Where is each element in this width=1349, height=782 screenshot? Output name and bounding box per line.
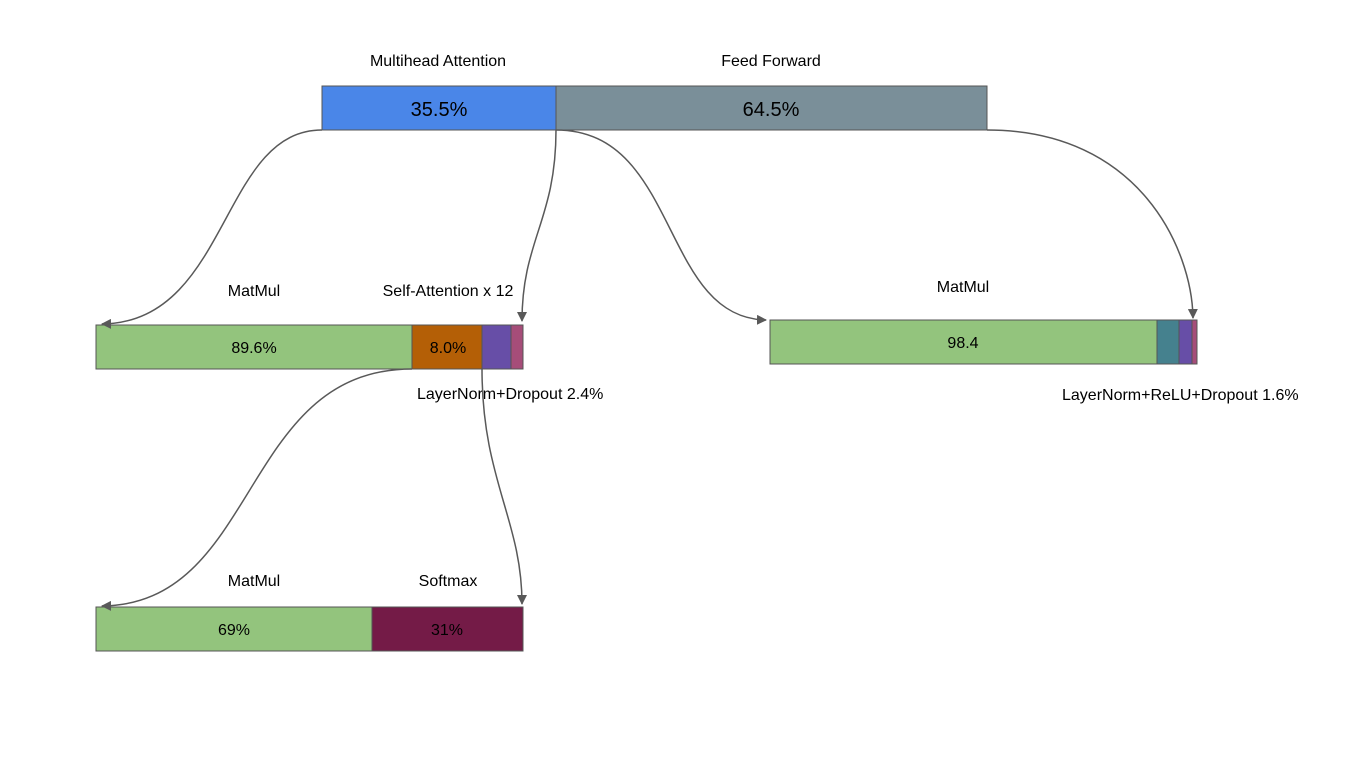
multihead-attention-segment xyxy=(321,85,557,131)
arrow-ff-to-matmul xyxy=(555,129,767,325)
connector-arrows xyxy=(101,129,1198,611)
softmax-label: Softmax xyxy=(419,573,478,590)
self-attention-value: 8.0% xyxy=(430,340,466,357)
ff-matmul-label: MatMul xyxy=(937,279,989,296)
arrow-multihead-to-self-attention xyxy=(517,129,557,322)
sa-matmul-value: 69% xyxy=(218,622,250,639)
attention-breakdown-bar: MatMul Self-Attention x 12 89.6% 8.0% La… xyxy=(95,283,603,403)
attention-matmul-segment xyxy=(95,324,413,370)
ff-breakdown-bar: MatMul 98.4 LayerNorm+ReLU+Dropout 1.6% xyxy=(769,279,1299,404)
attention-matmul-label: MatMul xyxy=(228,283,280,300)
attention-layernorm-note: LayerNorm+Dropout 2.4% xyxy=(417,386,603,403)
ff-dropout-segment xyxy=(1191,319,1198,365)
softmax-value: 31% xyxy=(431,622,463,639)
arrow-multihead-to-matmul xyxy=(101,129,323,329)
multihead-attention-label: Multihead Attention xyxy=(370,53,506,70)
arrow-self-attention-to-matmul xyxy=(101,368,413,611)
ff-layernorm-note: LayerNorm+ReLU+Dropout 1.6% xyxy=(1062,387,1299,404)
softmax-segment xyxy=(371,606,524,652)
ff-layernorm-segment xyxy=(1156,319,1180,365)
feed-forward-segment xyxy=(555,85,988,131)
top-bar: Multihead Attention Feed Forward 35.5% 6… xyxy=(321,53,988,131)
ff-relu-segment xyxy=(1178,319,1193,365)
sa-matmul-label: MatMul xyxy=(228,573,280,590)
layernorm-segment xyxy=(481,324,512,370)
ff-matmul-segment xyxy=(769,319,1158,365)
self-attention-label: Self-Attention x 12 xyxy=(383,283,514,300)
dropout-segment xyxy=(510,324,524,370)
attention-matmul-value: 89.6% xyxy=(231,340,276,357)
multihead-attention-value: 35.5% xyxy=(411,99,468,121)
feed-forward-label: Feed Forward xyxy=(721,53,821,70)
self-attention-breakdown-bar: MatMul Softmax 69% 31% xyxy=(95,573,524,652)
ff-matmul-value: 98.4 xyxy=(947,335,978,352)
arrow-self-attention-to-softmax xyxy=(481,368,527,605)
sa-matmul-segment xyxy=(95,606,373,652)
arrow-ff-to-layernorm xyxy=(986,129,1198,319)
feed-forward-value: 64.5% xyxy=(743,99,800,121)
